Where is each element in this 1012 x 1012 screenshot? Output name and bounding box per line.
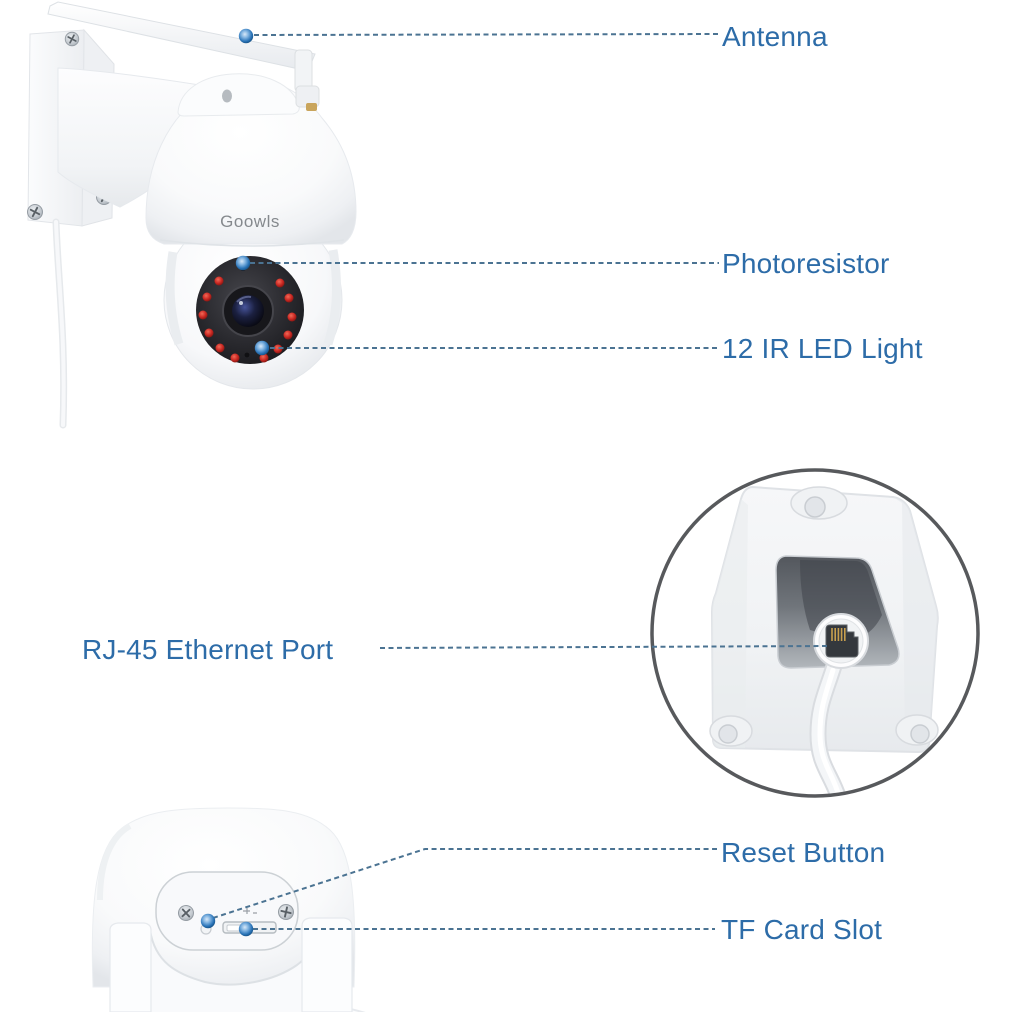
leader-dot-ir-led	[254, 340, 270, 356]
leader-line-antenna	[253, 33, 720, 36]
screw-boss-top	[790, 486, 848, 520]
leader-dot-photoresistor	[235, 255, 251, 271]
mic-hole	[244, 352, 250, 358]
leader-dot-tf-card	[238, 921, 254, 937]
leader-line-reset	[212, 848, 717, 919]
ethernet-cable	[809, 657, 849, 796]
dome-top-cap	[177, 73, 300, 117]
ethernet-inset-circle	[650, 468, 980, 798]
gold-contact	[306, 103, 317, 111]
label-photoresistor: Photoresistor	[722, 248, 890, 279]
antenna-hinge	[294, 49, 320, 111]
cap-hole	[222, 89, 232, 103]
rj45-gold-pins	[831, 628, 846, 641]
camera-side-view: Goowls	[26, 1, 357, 429]
leader-lines	[212, 33, 829, 930]
camera-lens	[196, 256, 304, 364]
label-reset-button: Reset Button	[721, 837, 886, 868]
label-ethernet-port: RJ-45 Ethernet Port	[82, 634, 334, 665]
leader-dot-reset	[200, 913, 216, 929]
label-antenna: Antenna	[722, 21, 828, 52]
rj45-port	[813, 613, 869, 669]
screw-boss-left	[709, 715, 753, 747]
camera-dome: Goowls	[145, 49, 357, 247]
inset-circle-border	[650, 468, 980, 798]
camera-bottom-view	[91, 807, 366, 1012]
slot-marking	[243, 908, 257, 914]
yoke-collar	[109, 917, 353, 1012]
label-tf-card-slot: TF Card Slot	[721, 914, 883, 945]
leader-line-ethernet	[379, 645, 829, 649]
leader-dot-antenna	[238, 28, 254, 44]
bottom-access-panel	[155, 871, 299, 951]
brand-logo-text: Goowls	[220, 212, 280, 231]
screw-boss-right	[895, 714, 939, 746]
label-ir-led: 12 IR LED Light	[722, 333, 923, 364]
